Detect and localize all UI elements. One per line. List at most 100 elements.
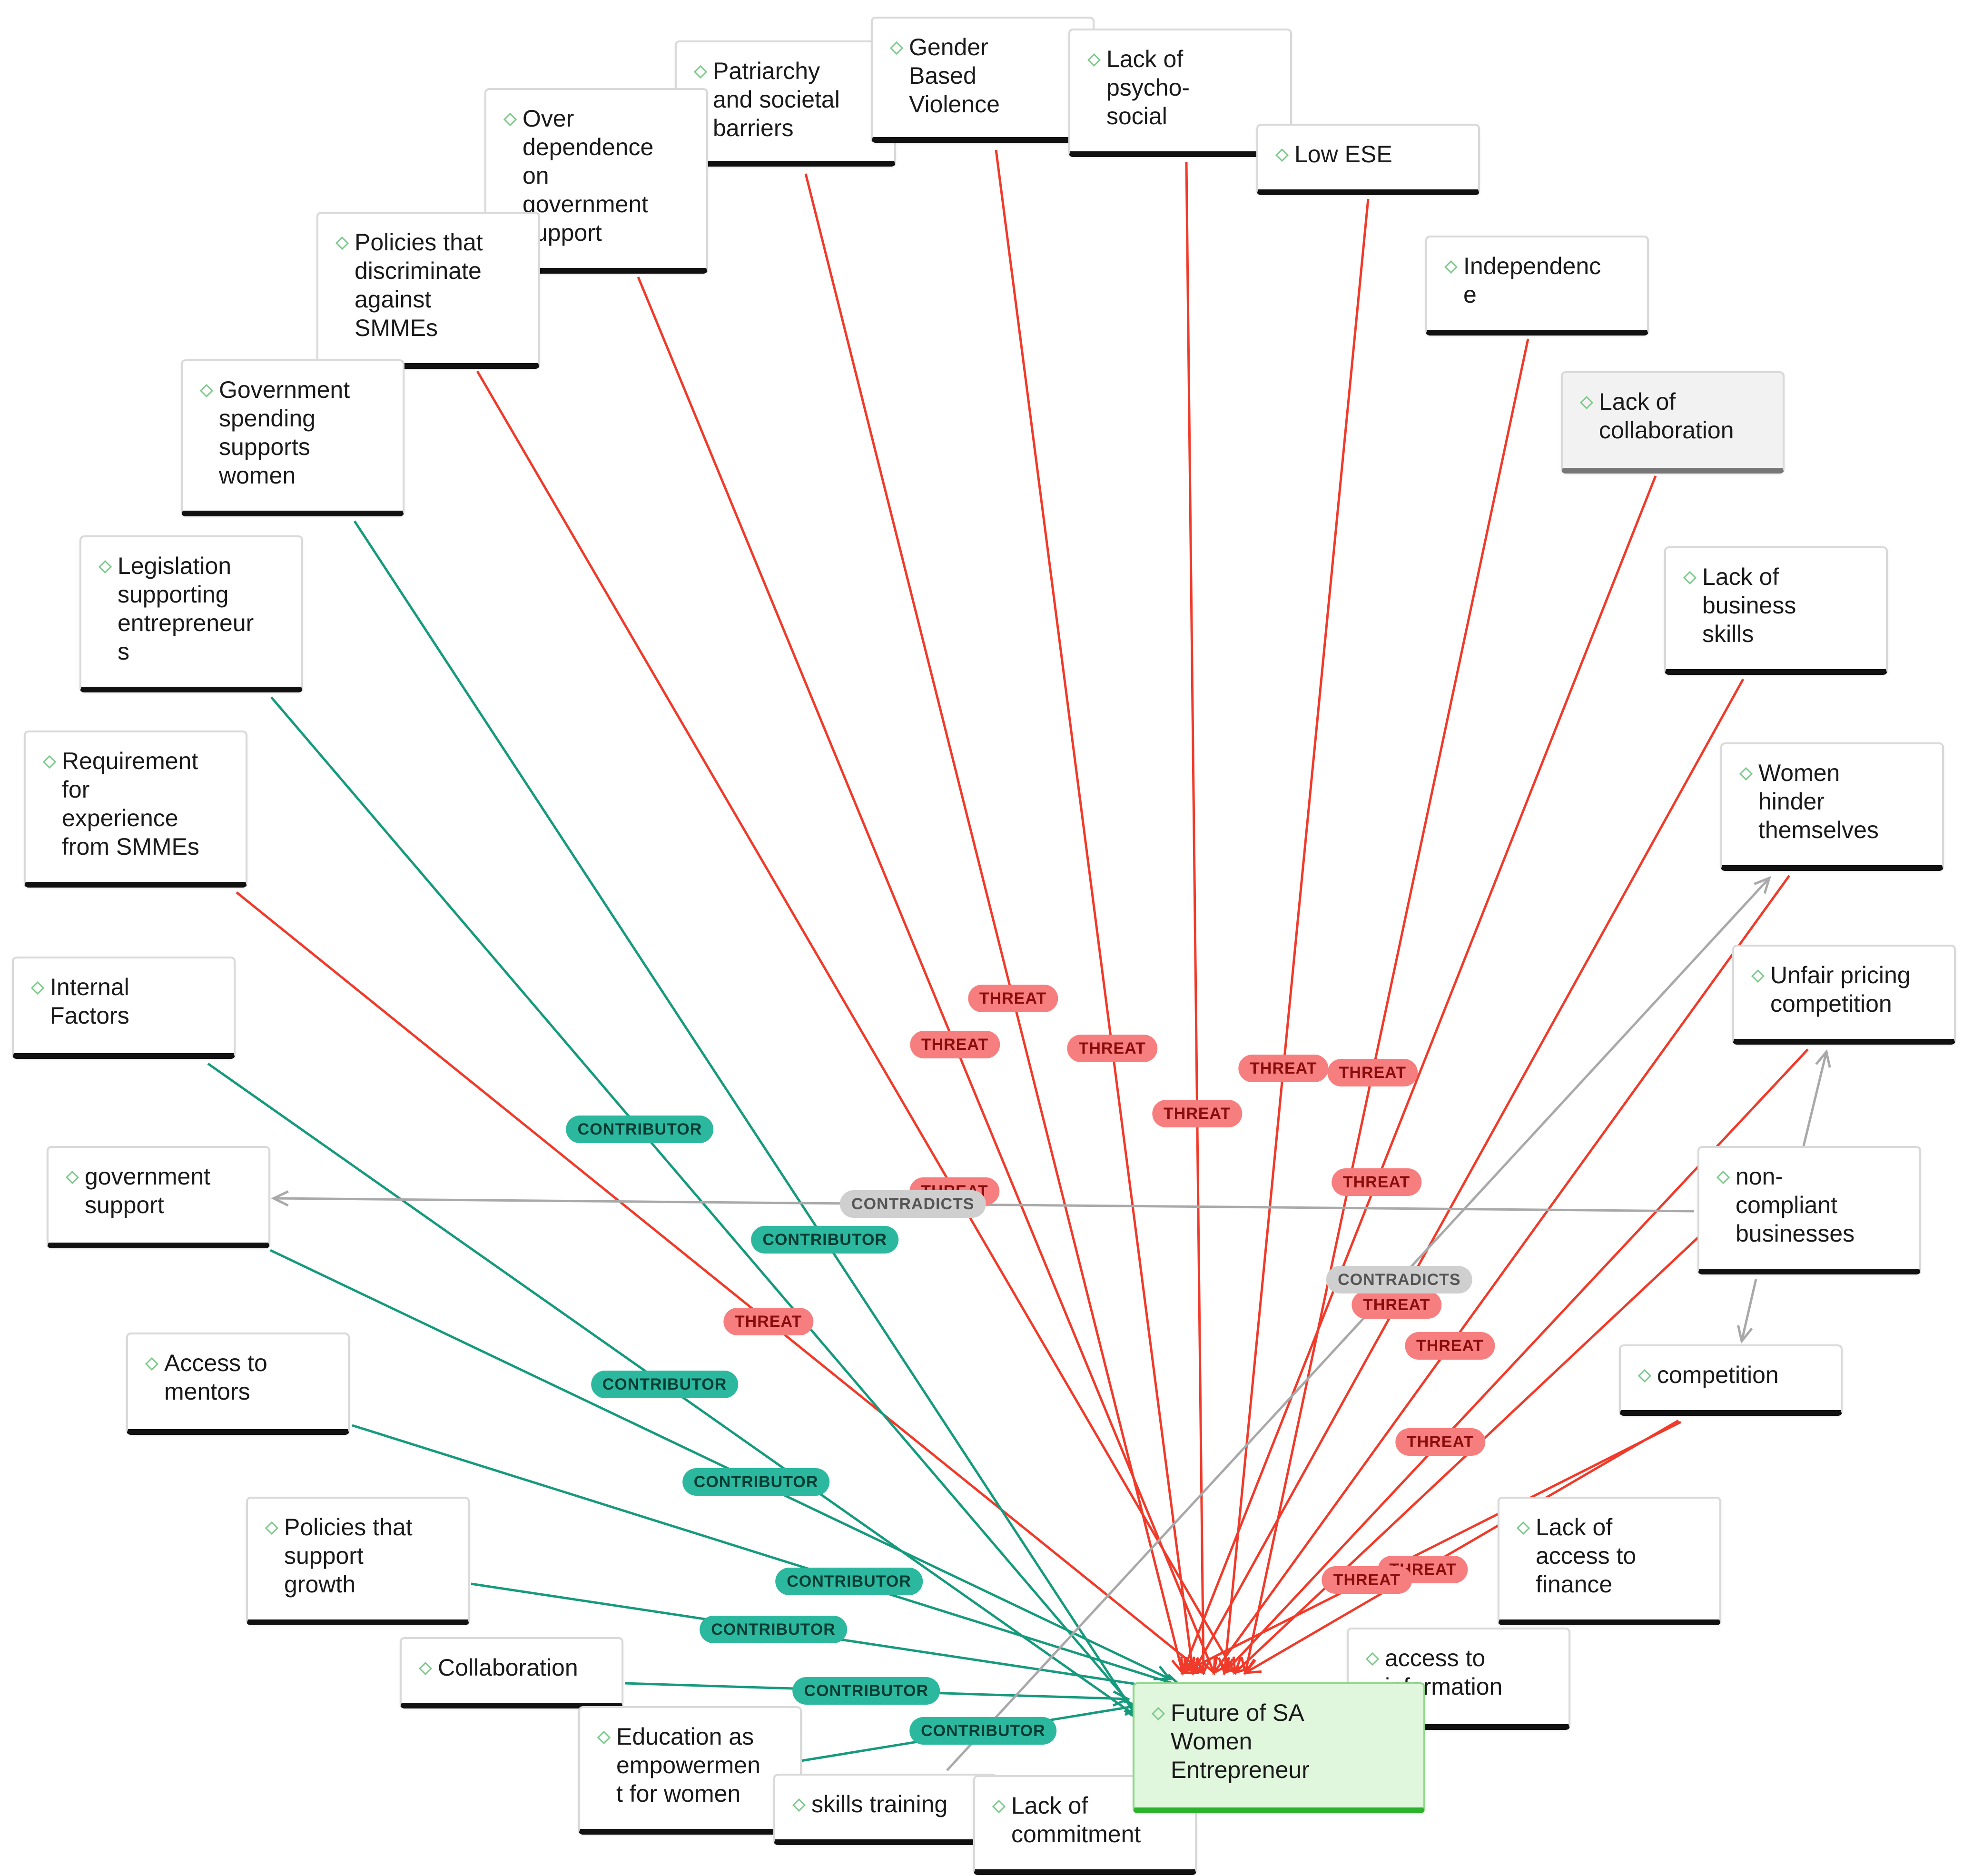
node-label: non- compliant businesses	[1736, 1163, 1855, 1247]
node-label: Requirement for experience from SMMEs	[62, 748, 199, 860]
node-lack-collab[interactable]: Lack of collaboration	[1561, 371, 1785, 474]
diamond-icon	[890, 41, 903, 55]
node-unfair-pricing[interactable]: Unfair pricing competition	[1732, 945, 1956, 1045]
arrow-head	[1754, 876, 1771, 894]
edge-noncompliant-to-competition[interactable]	[1740, 1279, 1757, 1342]
diamond-icon	[265, 1521, 278, 1535]
node-label: Unfair pricing competition	[1770, 962, 1911, 1017]
edge-skills-to-women-hinder[interactable]	[946, 877, 1770, 1771]
edge-gov-spending-to-future[interactable]	[353, 520, 1140, 1720]
edge-legislation-to-future[interactable]	[270, 696, 1150, 1727]
node-policies-disc[interactable]: Policies that discriminate against SMMEs	[316, 212, 540, 369]
edge-lowese-to-future[interactable]	[1223, 198, 1370, 1673]
node-label: Future of SA Women Entrepreneur	[1171, 1699, 1310, 1783]
node-label: Lack of commitment	[1011, 1792, 1141, 1847]
diamond-icon	[1580, 396, 1593, 409]
node-label: Government spending supports women	[219, 376, 350, 489]
diamond-icon	[335, 237, 349, 250]
threat-label: THREAT	[1405, 1332, 1495, 1360]
node-label: Education as empowermen t for women	[616, 1723, 760, 1807]
node-mentors[interactable]: Access to mentors	[126, 1333, 350, 1435]
node-policies-growth[interactable]: Policies that support growth	[246, 1497, 470, 1625]
node-label: Policies that discriminate against SMMEs	[355, 229, 483, 341]
arrow-head	[1243, 1659, 1262, 1674]
contradicts-label: CONTRADICTS	[840, 1190, 986, 1218]
edge-gov-support-to-future[interactable]	[269, 1249, 1171, 1680]
node-lack-finance[interactable]: Lack of access to finance	[1498, 1497, 1721, 1625]
node-noncompliant[interactable]: non- compliant businesses	[1697, 1146, 1921, 1274]
diamond-icon	[1638, 1369, 1651, 1382]
node-label: Policies that support growth	[284, 1514, 413, 1598]
edge-gbv-to-future[interactable]	[995, 149, 1194, 1673]
edge-competition-to-future[interactable]	[1244, 1419, 1679, 1674]
node-requirement[interactable]: Requirement for experience from SMMEs	[24, 731, 247, 888]
contributor-label: CONTRIBUTOR	[751, 1226, 898, 1254]
node-future[interactable]: Future of SA Women Entrepreneur	[1133, 1682, 1425, 1813]
edge-lack-collab-to-future[interactable]	[1181, 475, 1657, 1673]
node-psycho[interactable]: Lack of psycho- social	[1068, 29, 1292, 157]
arrow-head	[1212, 1657, 1229, 1675]
node-competition[interactable]: competition	[1619, 1344, 1843, 1416]
edge-policies-disc-to-future[interactable]	[476, 370, 1236, 1674]
edge-independence-to-future[interactable]	[1244, 338, 1529, 1673]
edge-women-hinder-to-future[interactable]	[1213, 875, 1791, 1674]
diamond-icon	[1683, 571, 1697, 584]
node-gbv[interactable]: Gender Based Violence	[871, 17, 1095, 143]
diamond-icon	[992, 1800, 1006, 1813]
diamond-icon	[43, 755, 56, 769]
node-women-hinder[interactable]: Women hinder themselves	[1720, 742, 1944, 871]
threat-label: THREAT	[909, 1031, 1000, 1059]
threat-label: THREAT	[1395, 1428, 1486, 1456]
node-skills[interactable]: skills training	[773, 1774, 997, 1845]
node-label: Gender Based Violence	[909, 34, 1000, 118]
edge-psycho-to-future[interactable]	[1185, 161, 1205, 1673]
node-collaboration[interactable]: Collaboration	[400, 1637, 623, 1708]
threat-label: THREAT	[1327, 1058, 1418, 1086]
arrow-head	[1112, 1690, 1131, 1707]
diamond-icon	[503, 113, 517, 126]
node-label: skills training	[811, 1791, 948, 1817]
contributor-label: CONTRIBUTOR	[775, 1568, 923, 1596]
node-education[interactable]: Education as empowermen t for women	[578, 1706, 802, 1835]
edge-overdep-to-future[interactable]	[637, 276, 1215, 1673]
edge-noncompliant-to-unfair-pricing[interactable]	[1802, 1051, 1828, 1146]
node-gov-support[interactable]: government support	[47, 1146, 270, 1248]
edge-mentors-to-future[interactable]	[352, 1424, 1181, 1687]
node-label: Collaboration	[438, 1654, 578, 1681]
node-label: Low ESE	[1294, 141, 1392, 168]
node-commitment[interactable]: Lack of commitment	[973, 1775, 1197, 1875]
diamond-icon	[31, 981, 44, 995]
edge-requirement-to-future[interactable]	[236, 891, 1204, 1674]
edge-lack-finance-to-future[interactable]	[1182, 1421, 1682, 1674]
node-label: Lack of psycho- social	[1106, 46, 1190, 129]
diamond-icon	[66, 1171, 79, 1184]
node-patriarchy[interactable]: Patriarchy and societal barriers	[675, 40, 896, 167]
diamond-icon	[1739, 767, 1753, 780]
diamond-icon	[1444, 260, 1458, 274]
diamond-icon	[1517, 1521, 1530, 1535]
diamond-icon	[200, 384, 213, 397]
edge-patriarchy-to-future[interactable]	[804, 173, 1184, 1673]
node-gov-spending[interactable]: Government spending supports women	[181, 359, 404, 516]
diamond-icon	[597, 1731, 611, 1744]
node-legislation[interactable]: Legislation supporting entrepreneur s	[79, 535, 303, 692]
node-lack-business[interactable]: Lack of business skills	[1664, 546, 1888, 675]
diamond-icon	[419, 1662, 432, 1675]
node-label: Women hinder themselves	[1758, 760, 1879, 843]
contributor-label: CONTRIBUTOR	[682, 1468, 830, 1496]
contributor-label: CONTRIBUTOR	[909, 1717, 1057, 1745]
threat-label: THREAT	[1351, 1291, 1442, 1319]
diamond-icon	[1751, 969, 1765, 983]
node-internal[interactable]: Internal Factors	[12, 957, 236, 1059]
diamond-icon	[1275, 148, 1289, 162]
contributor-label: CONTRIBUTOR	[566, 1115, 714, 1143]
arrow-head	[1187, 1658, 1206, 1675]
arrow-head	[1233, 1657, 1251, 1675]
threat-label: THREAT	[1152, 1100, 1243, 1128]
edge-lack-business-to-future[interactable]	[1192, 678, 1745, 1674]
node-independence[interactable]: Independenc e	[1425, 236, 1649, 336]
diamond-icon	[694, 65, 707, 79]
threat-label: THREAT	[1238, 1055, 1329, 1083]
node-lowese[interactable]: Low ESE	[1256, 124, 1480, 195]
